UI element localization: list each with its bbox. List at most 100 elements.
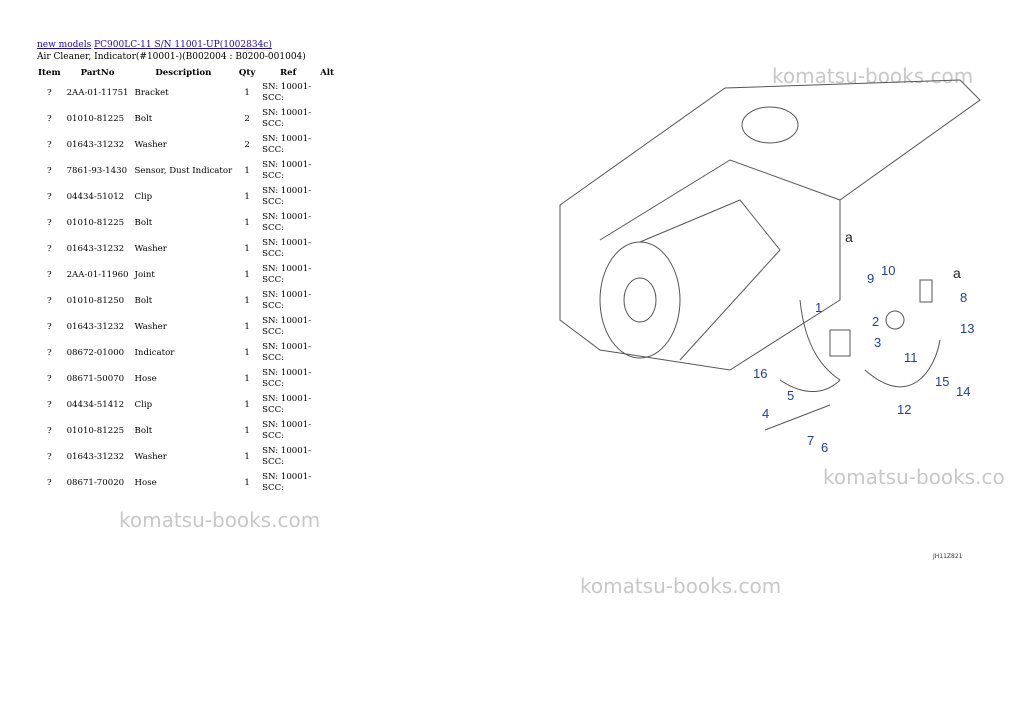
callout-6: 6 bbox=[821, 440, 828, 455]
description-cell: Washer bbox=[134, 244, 167, 254]
air-cleaner-body bbox=[599, 241, 681, 359]
callout-16: 16 bbox=[753, 366, 767, 381]
qty-cell: 1 bbox=[244, 478, 250, 488]
header-alt: Alt bbox=[320, 68, 335, 78]
callout-5: 5 bbox=[787, 388, 794, 403]
callout-12: 12 bbox=[897, 402, 911, 417]
item-cell: ? bbox=[46, 426, 52, 436]
partno-cell: 01643-31232 bbox=[66, 244, 125, 254]
partno-cell: 08671-70020 bbox=[66, 478, 125, 488]
ref-cell: SN: 10001- SCC: bbox=[262, 368, 312, 389]
description-cell: Washer bbox=[134, 452, 167, 462]
description-cell: Hose bbox=[134, 478, 157, 488]
item-cell: ? bbox=[46, 322, 52, 332]
partno-cell: 04434-51412 bbox=[66, 400, 125, 410]
callout-13: 13 bbox=[960, 321, 974, 336]
callout-15: 15 bbox=[935, 374, 949, 389]
qty-cell: 1 bbox=[244, 400, 250, 410]
description-cell: Bolt bbox=[134, 426, 153, 436]
ref-cell: SN: 10001- SCC: bbox=[262, 264, 312, 285]
ref-cell: SN: 10001- SCC: bbox=[262, 342, 312, 363]
ref-cell: SN: 10001- SCC: bbox=[262, 290, 312, 311]
description-cell: Bolt bbox=[134, 114, 153, 124]
ref-cell: SN: 10001- SCC: bbox=[262, 472, 312, 493]
description-cell: Washer bbox=[134, 322, 167, 332]
alt-cell bbox=[317, 444, 337, 470]
item-cell: ? bbox=[46, 400, 52, 410]
item-cell: ? bbox=[46, 218, 52, 228]
parts-diagram: 1 2 3 4 5 6 7 8 9 10 11 12 13 14 15 16 a… bbox=[559, 79, 981, 455]
description-cell: Bracket bbox=[134, 88, 169, 98]
alt-cell bbox=[317, 80, 337, 106]
ref-cell: SN: 10001- SCC: bbox=[262, 134, 312, 155]
partno-cell: 04434-51012 bbox=[66, 192, 125, 202]
partno-cell: 01643-31232 bbox=[66, 140, 125, 150]
qty-cell: 1 bbox=[244, 426, 250, 436]
item-cell: ? bbox=[46, 296, 52, 306]
description-cell: Indicator bbox=[134, 348, 175, 358]
partno-cell: 2AA-01-11751 bbox=[66, 88, 129, 98]
ref-cell: SN: 10001- SCC: bbox=[262, 394, 312, 415]
qty-cell: 2 bbox=[244, 140, 250, 150]
callout-9: 9 bbox=[867, 271, 874, 286]
ref-cell: SN: 10001- SCC: bbox=[262, 212, 312, 233]
description-cell: Joint bbox=[134, 270, 155, 280]
alt-cell bbox=[317, 184, 337, 210]
qty-cell: 2 bbox=[244, 114, 250, 124]
header-partno: PartNo bbox=[80, 68, 115, 78]
watermark: komatsu-books.com bbox=[772, 64, 974, 88]
hose-12 bbox=[864, 339, 941, 388]
breadcrumb-new-models-link[interactable]: new models bbox=[37, 40, 92, 50]
item-cell: ? bbox=[46, 478, 52, 488]
callout-14: 14 bbox=[956, 384, 970, 399]
item-cell: ? bbox=[46, 270, 52, 280]
partno-cell: 08671-50070 bbox=[66, 374, 125, 384]
table-row: ? 08671-70020 Hose 1 SN: 10001- SCC: bbox=[35, 470, 337, 496]
ref-cell: SN: 10001- SCC: bbox=[262, 446, 312, 467]
qty-cell: 1 bbox=[244, 452, 250, 462]
watermark: komatsu-books.com bbox=[580, 574, 782, 598]
alt-cell bbox=[317, 236, 337, 262]
callout-1: 1 bbox=[815, 300, 822, 315]
alt-cell bbox=[317, 418, 337, 444]
item-cell: ? bbox=[46, 140, 52, 150]
hose-5 bbox=[779, 379, 841, 393]
drawing-number: JH11Z821 bbox=[933, 553, 963, 560]
page-subtitle: Air Cleaner, Indicator(#10001-)(B002004 … bbox=[37, 52, 306, 62]
description-cell: Hose bbox=[134, 374, 157, 384]
alt-cell bbox=[317, 470, 337, 496]
ref-cell: SN: 10001- SCC: bbox=[262, 82, 312, 103]
indicator-11 bbox=[885, 310, 905, 330]
header-description: Description bbox=[155, 68, 212, 78]
ref-cell: SN: 10001- SCC: bbox=[262, 160, 312, 181]
item-cell: ? bbox=[46, 452, 52, 462]
arrow-label-a: a bbox=[845, 229, 853, 245]
partno-cell: 2AA-01-11960 bbox=[66, 270, 129, 280]
hose-16 bbox=[799, 299, 841, 381]
ref-cell: SN: 10001- SCC: bbox=[262, 186, 312, 207]
bracket-1 bbox=[829, 329, 851, 357]
watermark: komatsu-books.co bbox=[823, 465, 1005, 489]
item-cell: ? bbox=[46, 244, 52, 254]
callout-10: 10 bbox=[881, 263, 895, 278]
qty-cell: 1 bbox=[244, 296, 250, 306]
callout-3: 3 bbox=[874, 335, 881, 350]
partno-cell: 01010-81225 bbox=[66, 114, 125, 124]
callout-7: 7 bbox=[807, 433, 814, 448]
alt-cell bbox=[317, 132, 337, 158]
partno-cell: 7861-93-1430 bbox=[66, 166, 128, 176]
arrow-label-a: a bbox=[953, 265, 961, 281]
joint-8 bbox=[919, 279, 933, 303]
breadcrumb-model-link[interactable]: PC900LC-11 S/N 11001-UP(1002834c) bbox=[94, 40, 272, 50]
item-cell: ? bbox=[46, 166, 52, 176]
alt-cell bbox=[317, 158, 337, 184]
